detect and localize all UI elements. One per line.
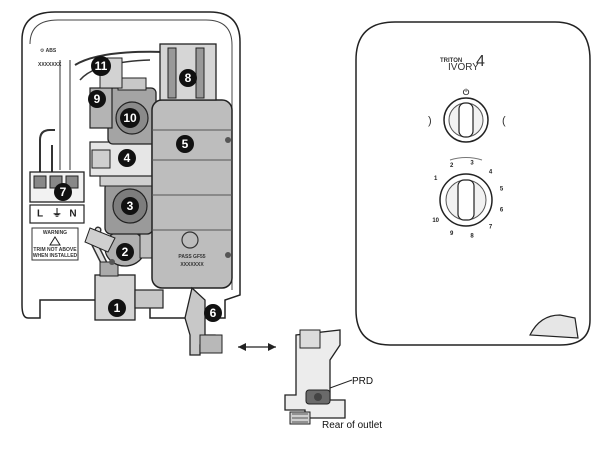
top-left-mark: ⚙ ABS (40, 48, 57, 54)
dial-number-2: 2 (450, 163, 454, 169)
heater-code: XXXXXXX (180, 262, 204, 268)
temperature-knob[interactable] (439, 173, 493, 227)
terminal-neutral: N (69, 209, 76, 220)
top-left-code: XXXXXXX (38, 62, 62, 68)
callout-9-label: 9 (94, 92, 101, 106)
front-cover: TRITON IVORY 4 ⏻ ) ( 1 2 3 4 5 6 7 8 9 10 (355, 21, 591, 346)
divider-arc (449, 157, 483, 161)
power-symbol: ⏻ (463, 88, 470, 97)
screw (109, 259, 115, 265)
callout-11: 11 (91, 56, 111, 76)
brand-name: TRITON (440, 58, 462, 64)
dial-number-8: 8 (470, 234, 474, 240)
inlet-assembly (94, 261, 164, 321)
screw (225, 137, 231, 143)
dial-number-10: 10 (432, 218, 439, 224)
dial-number-9: 9 (450, 231, 454, 237)
callout-8: 8 (179, 69, 197, 87)
callout-4: 4 (118, 149, 136, 167)
dial-number-5: 5 (500, 187, 504, 193)
dial-number-6: 6 (500, 207, 504, 213)
callout-4-label: 4 (124, 151, 131, 165)
arrow-head-left (238, 343, 246, 351)
callout-3-label: 3 (127, 199, 134, 213)
prd-valve (305, 389, 331, 405)
callout-1: 1 (108, 299, 126, 317)
heater-text: PASS GF55 (178, 254, 205, 260)
open-shower-unit: ⚙ ABS XXXXXXX L ⏚ N WARNING TRIM NOT ABO… (21, 11, 241, 356)
prd-label: PRD (352, 376, 373, 387)
callout-5: 5 (176, 135, 194, 153)
prd-leader (329, 379, 353, 389)
outlet-label: Rear of outlet (322, 420, 382, 431)
backplate-inner-outline (29, 19, 233, 290)
callout-9: 9 (88, 90, 106, 108)
earth-wire (39, 129, 55, 175)
callout-6: 6 (204, 304, 222, 322)
screw (225, 252, 231, 258)
callout-1-label: 1 (114, 301, 121, 315)
callout-2: 2 (116, 243, 134, 261)
model-name: IVORY (448, 62, 479, 73)
callout-10-label: 10 (123, 111, 137, 125)
hot-mark: ( (502, 115, 506, 127)
callout-7: 7 (54, 183, 72, 201)
outlet-top (299, 329, 321, 349)
callout-8-label: 8 (185, 71, 192, 85)
heater-can: PASS GF55 XXXXXXX (151, 99, 233, 289)
cold-mark: ) (428, 115, 432, 127)
callout-11-label: 11 (95, 59, 108, 73)
warning-line-1: TRIM NOT ABOVE (33, 247, 77, 253)
arrow-head-right (268, 343, 276, 351)
callout-6-label: 6 (210, 306, 217, 320)
terminal-earth: ⏚ (52, 208, 62, 220)
model-number: 4 (476, 53, 485, 70)
warning-line-2: WHEN INSTALLED (33, 253, 78, 259)
outlet-assembly (184, 286, 223, 356)
outlet-spout (529, 314, 579, 339)
warning-label: WARNING TRIM NOT ABOVE WHEN INSTALLED (31, 227, 79, 261)
outlet-detail: PRD Rear of outlet (238, 329, 382, 431)
dial-number-3: 3 (470, 161, 474, 167)
dial-number-4: 4 (489, 169, 493, 175)
warning-title: WARNING (43, 230, 67, 236)
dial-number-1: 1 (434, 176, 438, 182)
callout-10: 10 (120, 108, 140, 128)
dial-numbers: 1 2 3 4 5 6 7 8 9 10 (432, 161, 503, 240)
terminal-live: L (37, 209, 43, 220)
dial-number-7: 7 (489, 225, 493, 231)
callout-2-label: 2 (122, 245, 129, 259)
callout-7-label: 7 (60, 185, 67, 199)
power-knob[interactable] (443, 97, 489, 143)
callout-5-label: 5 (182, 137, 189, 151)
callout-3: 3 (121, 197, 139, 215)
